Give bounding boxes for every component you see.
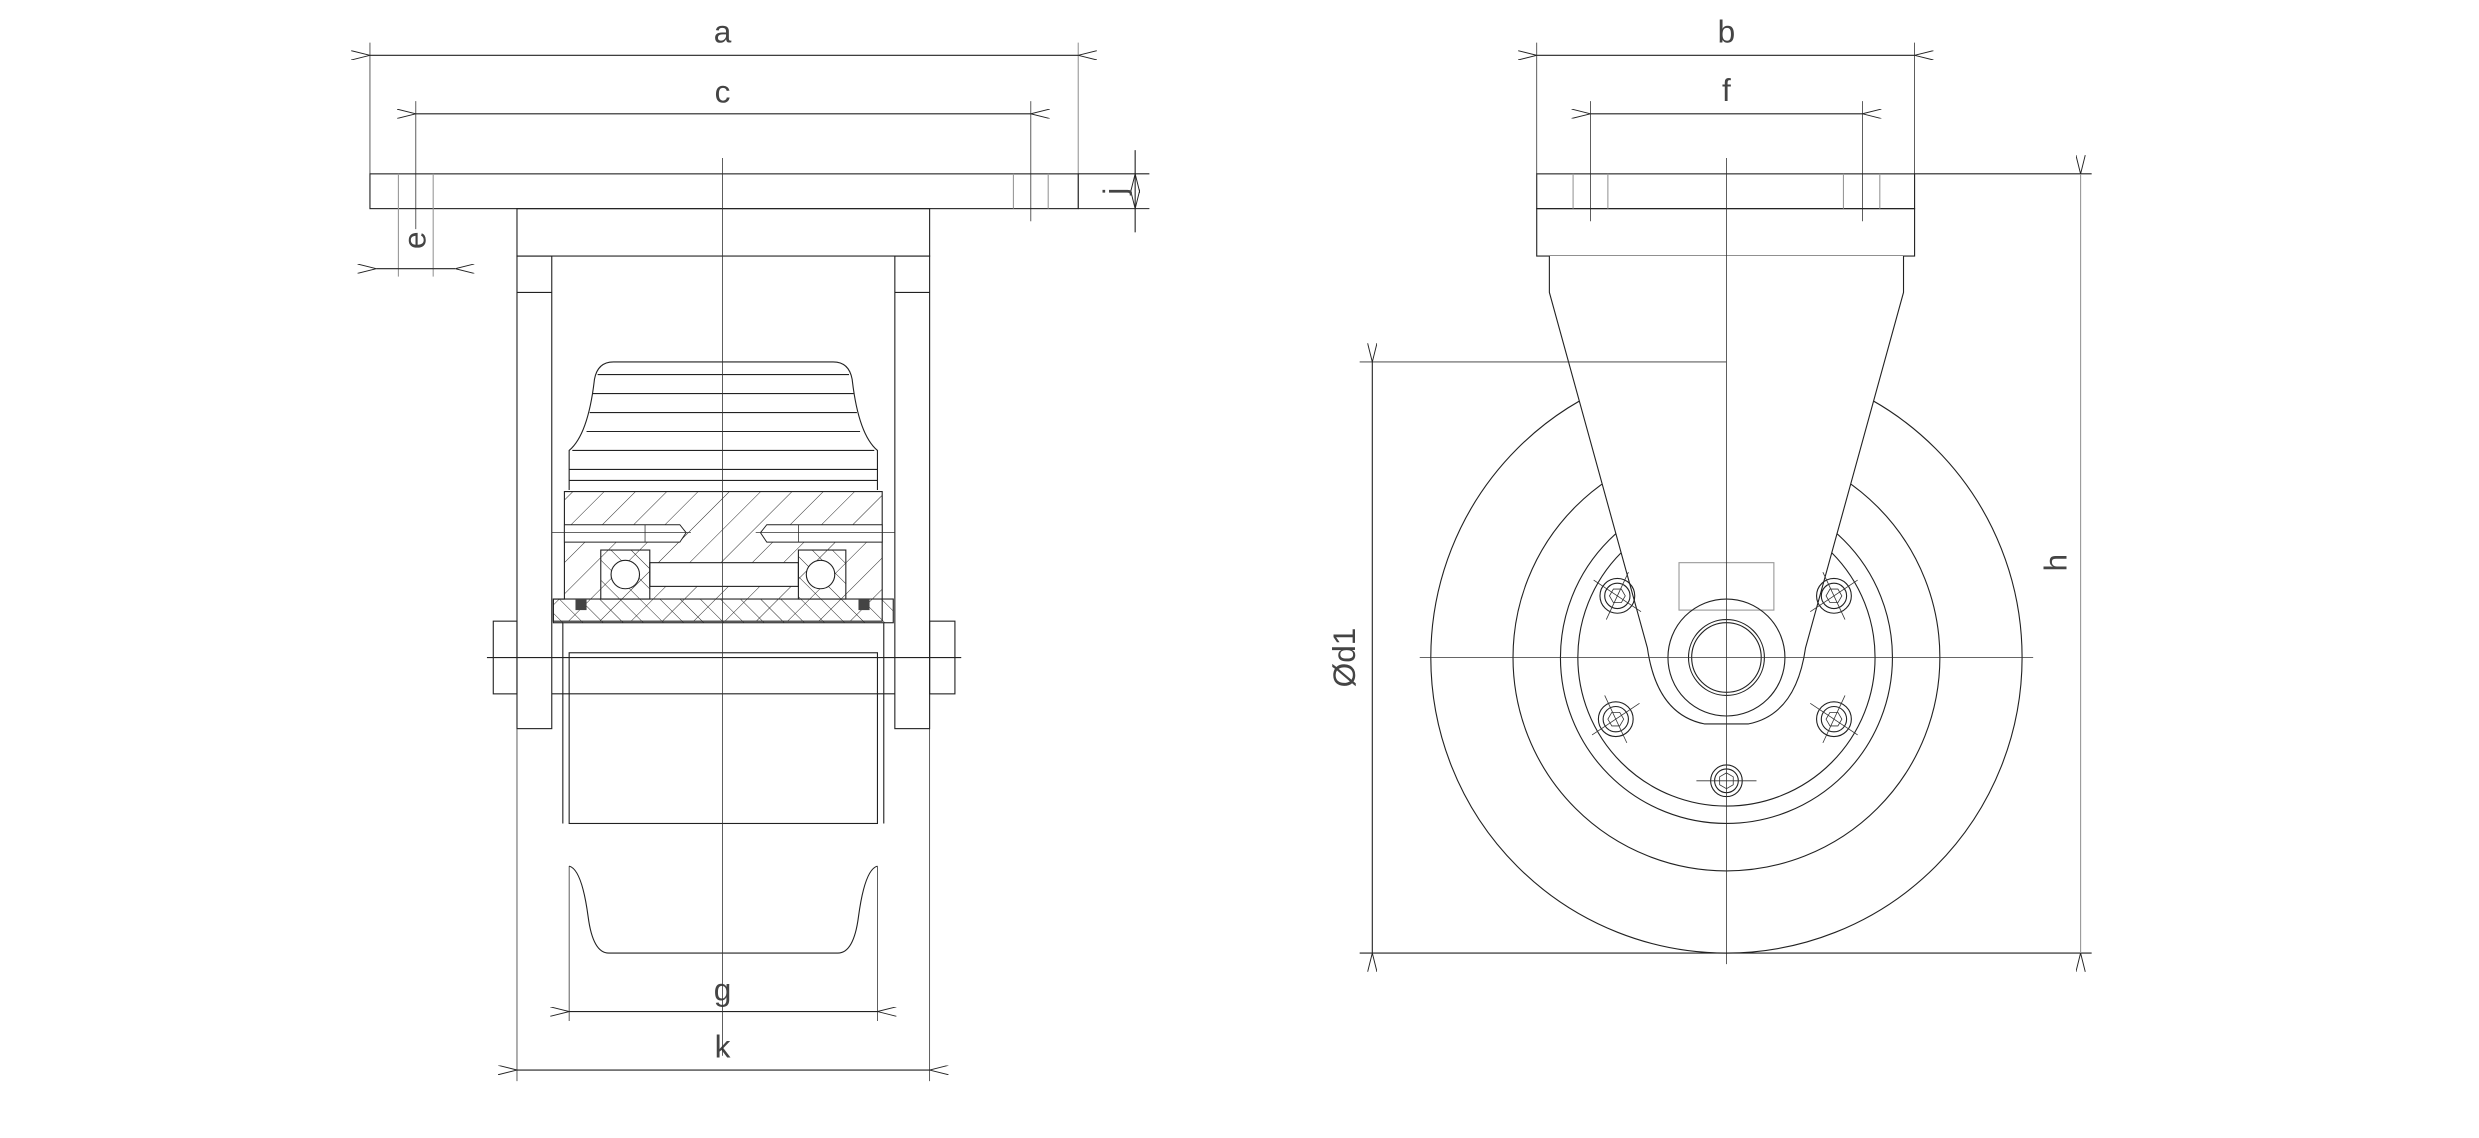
dimension-label-d1: Ød1 bbox=[1326, 628, 1362, 688]
bolt-head bbox=[1593, 571, 1642, 620]
dimension-label-c: c bbox=[715, 74, 731, 110]
dimension-label-j: j bbox=[1097, 188, 1133, 196]
dimension-c: c bbox=[416, 74, 1031, 230]
set-screw-right bbox=[858, 599, 870, 611]
dimension-label-e: e bbox=[396, 231, 432, 249]
dimension-label-h: h bbox=[2037, 554, 2073, 572]
fork-bracket bbox=[516, 208, 931, 730]
axle bbox=[486, 620, 962, 695]
side-view: a c e j bbox=[369, 14, 1150, 1082]
front-view: b f bbox=[1326, 14, 2092, 964]
dimension-g: g bbox=[569, 866, 877, 1022]
bolt-head bbox=[1591, 695, 1640, 744]
bolt-head bbox=[1810, 695, 1858, 744]
dimension-a: a bbox=[370, 14, 1078, 209]
dimension-b: b bbox=[1537, 14, 1915, 174]
hub-section bbox=[551, 490, 895, 624]
bolt-left bbox=[563, 524, 687, 543]
dimension-h: h bbox=[2037, 174, 2080, 953]
set-screw-left bbox=[575, 599, 587, 611]
bolt-head bbox=[1810, 571, 1858, 620]
dimension-label-f: f bbox=[1722, 72, 1731, 108]
dimension-d1: Ød1 bbox=[1326, 362, 2092, 953]
wheel-tread-upper bbox=[568, 361, 879, 490]
dimension-e: e bbox=[376, 231, 455, 268]
wheel-tread-lower bbox=[562, 622, 885, 954]
mounting-plate-front bbox=[1536, 173, 2092, 257]
dimension-k: k bbox=[517, 728, 930, 1082]
dimension-j: j bbox=[1097, 150, 1135, 233]
dimension-label-a: a bbox=[714, 14, 732, 50]
mounting-plate bbox=[369, 173, 1150, 277]
dimension-f: f bbox=[1590, 72, 1862, 222]
dimension-label-b: b bbox=[1718, 14, 1736, 50]
bolt-right bbox=[759, 524, 883, 543]
